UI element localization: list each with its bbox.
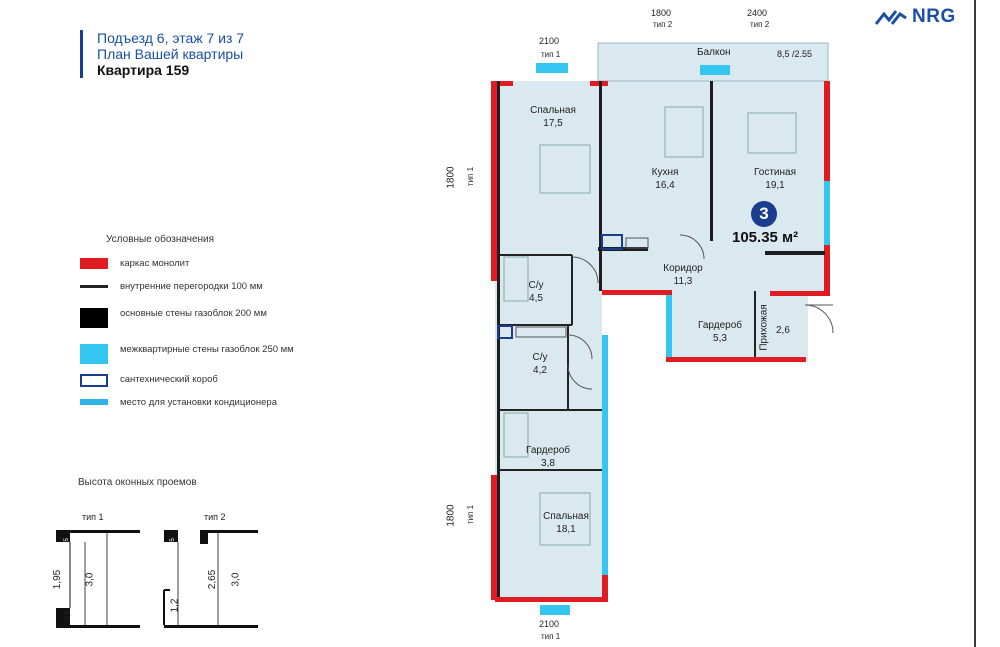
legend-swatch	[80, 344, 108, 364]
type2-height-total: 3,0	[230, 572, 242, 587]
apartment-number: Квартира 159	[97, 62, 190, 78]
ac-marker	[700, 65, 730, 75]
type1-top: 0,45	[63, 538, 70, 550]
legend-swatch	[80, 374, 108, 387]
legend-swatch	[80, 308, 108, 328]
balcony-area: 8,5 /2.55	[777, 49, 813, 59]
type1-height-total: 3,0	[84, 572, 96, 587]
room-wardrobe-2: Гардероб 3,8	[526, 444, 570, 470]
rooms-count-badge: 3	[751, 201, 777, 227]
ac-marker	[536, 63, 568, 73]
room-name: Гостиная	[754, 167, 796, 178]
room-kitchen: Кухня 16,4	[652, 166, 679, 192]
room-name: Гардероб	[526, 445, 570, 456]
legend-label: сантехнический короб	[120, 374, 218, 385]
legend-item-interflat-walls: межквартирные стены газоблок 250 мм	[80, 344, 310, 364]
legend-label: место для установки кондиционера	[120, 397, 277, 408]
type1-height-window: 1,95	[52, 569, 64, 590]
legend-swatch	[80, 399, 108, 405]
dim-left-bottom-type: тип 1	[466, 504, 476, 525]
type2-top: 0,35	[169, 538, 176, 550]
legend-item-plumbing-box: сантехнический короб	[80, 374, 310, 387]
room-area: 5,3	[713, 333, 727, 344]
dim-top-left-value: 2100	[539, 36, 560, 46]
dim-top-mid-value: 1800	[651, 8, 672, 18]
room-hall-area: 2,6	[776, 325, 790, 336]
dim-bottom-type: тип 1	[541, 632, 561, 641]
dim-top-right-type: тип 2	[750, 20, 770, 29]
type2-sill: 1,2	[169, 598, 181, 613]
window-type1-diagram	[56, 530, 140, 628]
nrg-logo: NRG	[874, 6, 956, 28]
dim-bottom-value: 2100	[539, 619, 560, 629]
legend-label: межквартирные стены газоблок 250 мм	[120, 344, 294, 355]
room-bedroom-1: Спальная 17,5	[530, 104, 576, 130]
dim-top-right-value: 2400	[747, 8, 768, 18]
legend-item-main-walls: основные стены газоблок 200 мм	[80, 308, 310, 328]
legend-label: каркас монолит	[120, 258, 190, 269]
window-heights-title: Высота оконных проемов	[78, 477, 197, 488]
legend-swatch	[80, 258, 108, 269]
room-name: Спальная	[530, 105, 576, 116]
wardrobe-floor	[670, 291, 808, 361]
legend-item-partitions: внутренние перегородки 100 мм	[80, 281, 310, 292]
legend-label: внутренние перегородки 100 мм	[120, 281, 263, 292]
legend-item-ac-place: место для установки кондиционера	[80, 397, 310, 408]
window-type2-diagram	[163, 530, 258, 628]
room-name: С/у	[528, 280, 544, 291]
room-hall-label: Прихожая	[758, 304, 770, 351]
dim-left-top-value: 1800	[445, 166, 457, 189]
floor-plan	[491, 42, 834, 615]
room-wardrobe-1: Гардероб 5,3	[698, 319, 742, 345]
room-area: 11,3	[673, 276, 693, 287]
room-area: 4,5	[529, 293, 543, 304]
window-type1-label: тип 1	[82, 512, 104, 522]
room-area: 3,8	[541, 458, 555, 469]
dim-top-left-type: тип 1	[541, 50, 561, 59]
room-name: С/у	[532, 352, 548, 363]
room-name: Коридор	[663, 263, 703, 274]
legend-swatch	[80, 285, 108, 288]
legend-title: Условные обозначения	[106, 234, 215, 245]
room-living: Гостиная 19,1	[754, 166, 796, 192]
ac-marker	[540, 605, 570, 615]
nrg-wave-icon	[874, 10, 907, 25]
apartment-header: Подъезд 6, этаж 7 из 7 План Вашей кварти…	[80, 30, 244, 78]
dim-left-top-type: тип 1	[466, 166, 476, 187]
room-area: 18,1	[556, 524, 576, 535]
legend-label: основные стены газоблок 200 мм	[120, 308, 267, 319]
entrance-floor-text: Подъезд 6, этаж 7 из 7	[97, 30, 245, 46]
total-area: 105.35 м²	[732, 229, 799, 246]
room-area: 19,1	[765, 180, 785, 191]
plan-title: План Вашей квартиры	[97, 46, 244, 62]
room-corridor: Коридор 11,3	[663, 262, 703, 288]
page-frame-line	[974, 0, 976, 647]
room-name: Кухня	[651, 167, 679, 178]
type1-sill: 0,6	[64, 610, 72, 621]
room-bathroom-2: С/у 4,2	[533, 351, 548, 377]
type2-height-window: 2,65	[207, 569, 219, 590]
room-area: 16,4	[655, 180, 675, 191]
room-name: Спальная	[543, 511, 589, 522]
legend-item-monolith: каркас монолит	[80, 258, 310, 269]
room-area: 4,2	[533, 365, 547, 376]
dim-left-bottom-value: 1800	[445, 504, 457, 527]
room-bedroom-2: Спальная 18,1	[543, 510, 589, 536]
window-type2-label: тип 2	[204, 512, 226, 522]
dim-top-mid-type: тип 2	[653, 20, 673, 29]
logo-text: NRG	[912, 6, 956, 27]
balcony-label: Балкон	[697, 47, 731, 58]
room-bathroom-1: С/у 4,5	[529, 279, 544, 305]
room-area: 17,5	[543, 118, 563, 129]
room-name: Гардероб	[698, 320, 742, 331]
